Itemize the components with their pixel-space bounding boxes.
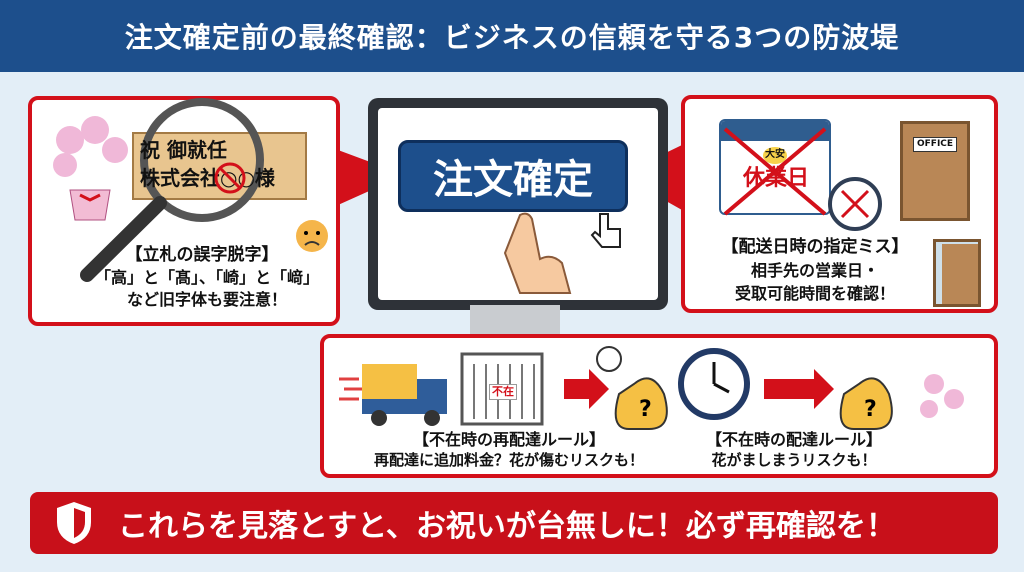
left-panel-line-2: など旧字体も要注意！ — [126, 290, 287, 309]
absence-redelivery-panel: ? ? 不在 【不在時の再配達ルール】 再配達に追加料金？花が傷むリスクも！ 【… — [320, 334, 998, 478]
sign-line-1: 祝 御就任 — [140, 138, 227, 162]
gate-absence-sign: 不在 — [489, 384, 517, 400]
bottom-right-line: 花がましまうリスクも！ — [711, 451, 877, 469]
calendar-badge: 大安 — [763, 147, 787, 164]
door-sign: OFFICE — [913, 137, 958, 153]
typo-cross-icon — [214, 162, 246, 194]
left-panel-title: 【立札の誤字脱字】 — [125, 245, 279, 265]
monitor-stand — [470, 305, 560, 335]
right-panel-line-2: 受取可能時間を確認！ — [734, 284, 895, 303]
page-title: 注文確定前の最終確認：ビジネスの信頼を守る3つの防波堤 — [0, 0, 1024, 72]
delivery-date-panel: 大安 休業日 OFFICE 【配送日時の指定ミス】 相手先の営業日・ 受取可能時… — [681, 95, 998, 313]
magnifying-glass-icon — [80, 98, 264, 282]
signboard-typo-panel: 祝 御就任 株式会社○○様 【立札の誤字脱字】 「高」と「髙」、「崎」と「﨑」 … — [28, 96, 340, 326]
right-panel-title: 【配送日時の指定ミス】 — [721, 237, 909, 257]
office-door-icon — [900, 121, 970, 221]
delivery-flow-illustration: ? ? — [339, 346, 964, 430]
right-panel-line-1: 相手先の営業日・ — [750, 261, 879, 280]
orchid-pot-icon — [53, 116, 128, 221]
bottom-left-title: 【不在時の再配達ルール】 — [412, 430, 605, 449]
open-door-icon — [933, 239, 981, 307]
pointing-hand-icon — [503, 212, 572, 294]
shield-icon — [57, 502, 91, 544]
sign-line-2: 株式会社○○様 — [140, 166, 275, 190]
cross-mark-icon — [723, 127, 882, 231]
left-panel-line-1: 「高」と「髙」、「崎」と「﨑」 — [94, 268, 319, 287]
order-confirm-button[interactable]: 注文確定 — [398, 140, 628, 212]
cursor-hand-icon — [590, 213, 621, 248]
calendar-icon — [719, 119, 831, 215]
worried-face-icon — [296, 220, 328, 252]
svg-text:?: ? — [864, 397, 877, 422]
banner-text: これらを見落とすと、お祝いが台無しに！必ず再確認を！ — [118, 509, 896, 544]
warning-banner: これらを見落とすと、お祝いが台無しに！必ず再確認を！ — [30, 492, 998, 554]
svg-text:?: ? — [639, 397, 652, 422]
bottom-left-line: 再配達に追加料金？花が傷むリスクも！ — [373, 451, 644, 469]
bottom-right-title: 【不在時の配達ルール】 — [705, 430, 882, 449]
